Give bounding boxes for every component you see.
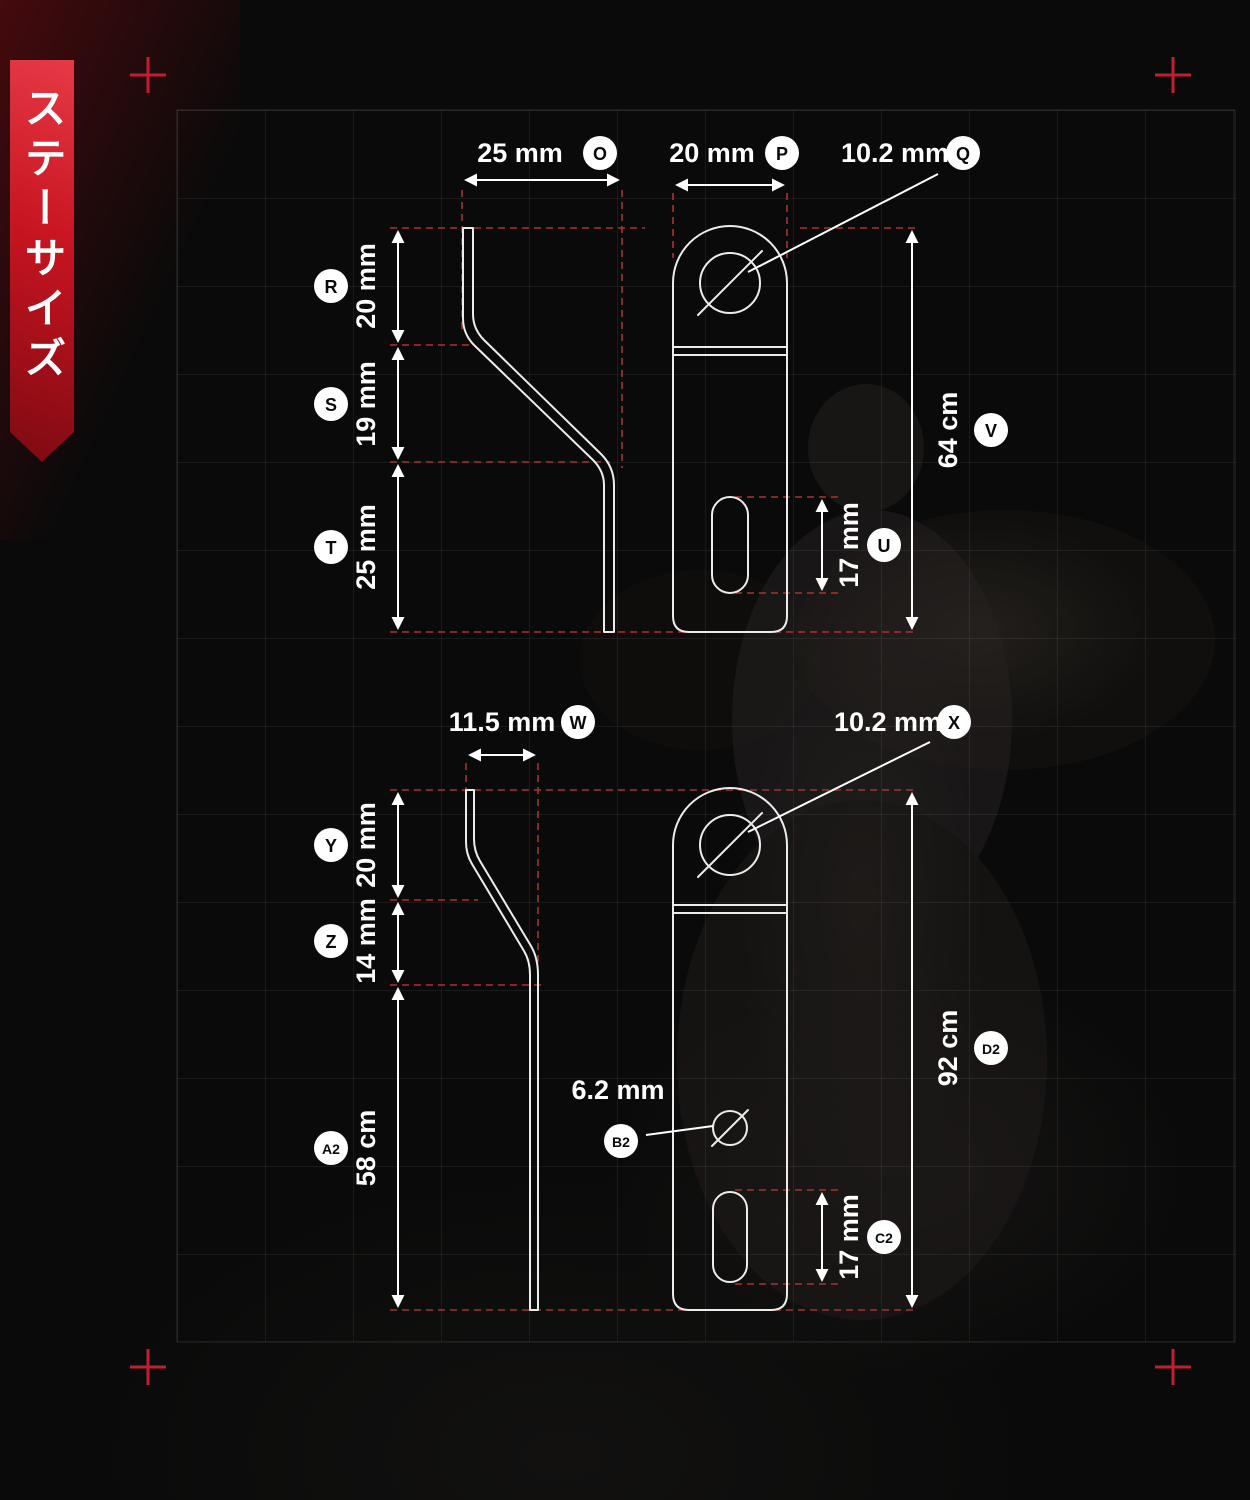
- diagram-bottom: 11.5 mm W 10.2 mm X Y 20 mm Z: [314, 705, 1008, 1311]
- mount-hole-top: [699, 252, 761, 314]
- dim-a2-value: 58 cm: [351, 1110, 381, 1187]
- dim-w-value: 11.5 mm: [449, 707, 556, 737]
- registration-marks: [130, 57, 1191, 1385]
- construction-lines-top: [390, 190, 918, 633]
- bracket-front-view-top: [672, 225, 788, 633]
- dim-w-badge: W: [561, 705, 595, 739]
- bracket-side-profile-top: [462, 227, 615, 633]
- leader-line-b2: [645, 1125, 714, 1136]
- grid: [176, 109, 1236, 1343]
- dim-y-value: 20 mm: [351, 802, 381, 888]
- svg-text:Z: Z: [326, 932, 337, 952]
- labels-bottom: 11.5 mm W 10.2 mm X Y 20 mm Z: [314, 705, 1008, 1280]
- dim-q-value: 10.2 mm: [841, 138, 949, 168]
- dim-c2-badge: C2: [867, 1220, 901, 1254]
- labels-top: 25 mm O 20 mm P 10.2 mm Q R: [314, 136, 1008, 590]
- dim-b2-badge: B2: [604, 1124, 638, 1158]
- dimension-lines-bottom: [391, 741, 931, 1308]
- svg-text:A2: A2: [322, 1141, 340, 1157]
- svg-text:P: P: [776, 144, 788, 164]
- bracket-side-profile-bottom: [465, 789, 539, 1311]
- dim-p-badge: P: [765, 136, 799, 170]
- corner-cross-icon: [1155, 1349, 1191, 1385]
- leader-line-x: [747, 741, 931, 833]
- slot-top: [711, 496, 749, 594]
- dimension-lines-top: [391, 173, 939, 630]
- dim-x-badge: X: [937, 705, 971, 739]
- stay-size-ribbon: ステーサイズ: [10, 60, 74, 462]
- svg-text:Y: Y: [325, 836, 337, 856]
- small-hole-bottom: [712, 1110, 748, 1146]
- dim-s-value: 19 mm: [351, 361, 381, 447]
- svg-text:O: O: [593, 144, 607, 164]
- dim-x-value: 10.2 mm: [834, 707, 942, 737]
- dim-o-value: 25 mm: [477, 138, 563, 168]
- svg-text:B2: B2: [612, 1134, 630, 1150]
- mount-hole-bottom: [699, 814, 761, 876]
- dim-t-value: 25 mm: [351, 504, 381, 590]
- dim-s-badge: S: [314, 387, 348, 421]
- svg-text:R: R: [325, 277, 338, 297]
- bracket-front-view-bottom: [672, 787, 788, 1311]
- dim-v-value: 64 cm: [933, 392, 963, 469]
- svg-text:V: V: [985, 421, 997, 441]
- corner-cross-icon: [130, 57, 166, 93]
- svg-text:W: W: [570, 713, 587, 733]
- svg-text:Q: Q: [956, 144, 970, 164]
- dim-o-badge: O: [583, 136, 617, 170]
- dim-r-value: 20 mm: [351, 243, 381, 329]
- svg-text:S: S: [325, 395, 337, 415]
- leader-line-q: [747, 173, 939, 273]
- dim-t-badge: T: [314, 530, 348, 564]
- diagram-top: 25 mm O 20 mm P 10.2 mm Q R: [314, 136, 1008, 633]
- svg-text:C2: C2: [875, 1230, 893, 1246]
- slot-bottom: [712, 1191, 748, 1283]
- dim-z-badge: Z: [314, 924, 348, 958]
- construction-lines-bottom: [390, 763, 918, 1311]
- svg-text:T: T: [326, 538, 337, 558]
- corner-cross-icon: [130, 1349, 166, 1385]
- dim-y-badge: Y: [314, 828, 348, 862]
- dim-u-badge: U: [867, 528, 901, 562]
- dim-r-badge: R: [314, 269, 348, 303]
- dim-b2-value: 6.2 mm: [571, 1075, 664, 1105]
- dim-c2-value: 17 mm: [834, 1194, 864, 1280]
- dim-v-badge: V: [974, 413, 1008, 447]
- dim-a2-badge: A2: [314, 1131, 348, 1165]
- dim-p-value: 20 mm: [669, 138, 755, 168]
- dim-d2-badge: D2: [974, 1031, 1008, 1065]
- svg-text:X: X: [948, 713, 960, 733]
- dim-u-value: 17 mm: [834, 502, 864, 588]
- ribbon-label: ステーサイズ: [19, 86, 66, 386]
- svg-text:D2: D2: [982, 1041, 1000, 1057]
- dim-d2-value: 92 cm: [933, 1010, 963, 1087]
- dim-z-value: 14 mm: [351, 898, 381, 984]
- dim-q-badge: Q: [946, 136, 980, 170]
- corner-cross-icon: [1155, 57, 1191, 93]
- svg-text:U: U: [878, 536, 891, 556]
